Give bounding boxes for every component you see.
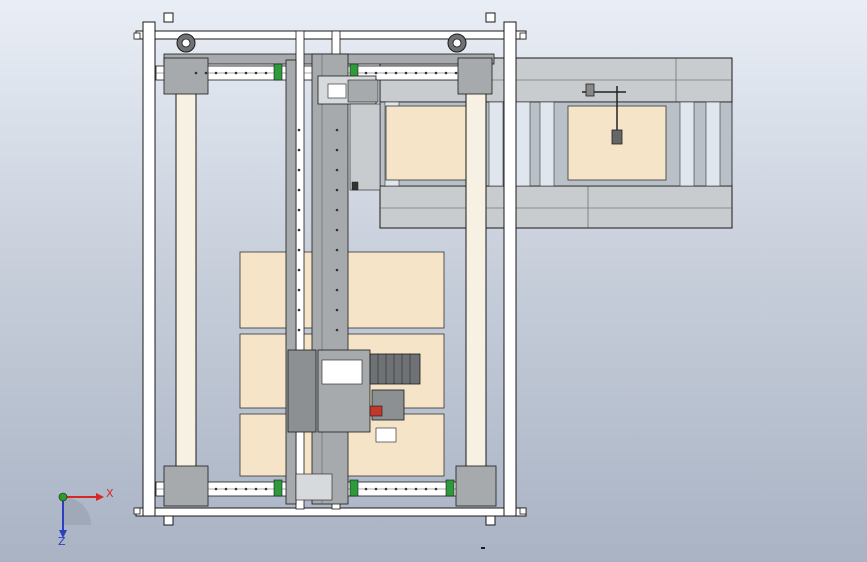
x-axis-label: X: [106, 487, 114, 500]
gantry-frame: [133, 12, 527, 526]
stopper-arm: [582, 83, 626, 145]
bottom-x-rail: [155, 465, 497, 507]
gripper-head: [287, 349, 421, 501]
y-axis-point: [58, 492, 68, 502]
axis-triad: X Z: [58, 487, 114, 548]
motor-icon: [369, 405, 383, 417]
z-axis-label: Z: [58, 535, 66, 548]
conveyor-box-1: [385, 105, 467, 181]
roller-conveyor: [379, 57, 733, 229]
cursor-mark: [481, 547, 485, 549]
